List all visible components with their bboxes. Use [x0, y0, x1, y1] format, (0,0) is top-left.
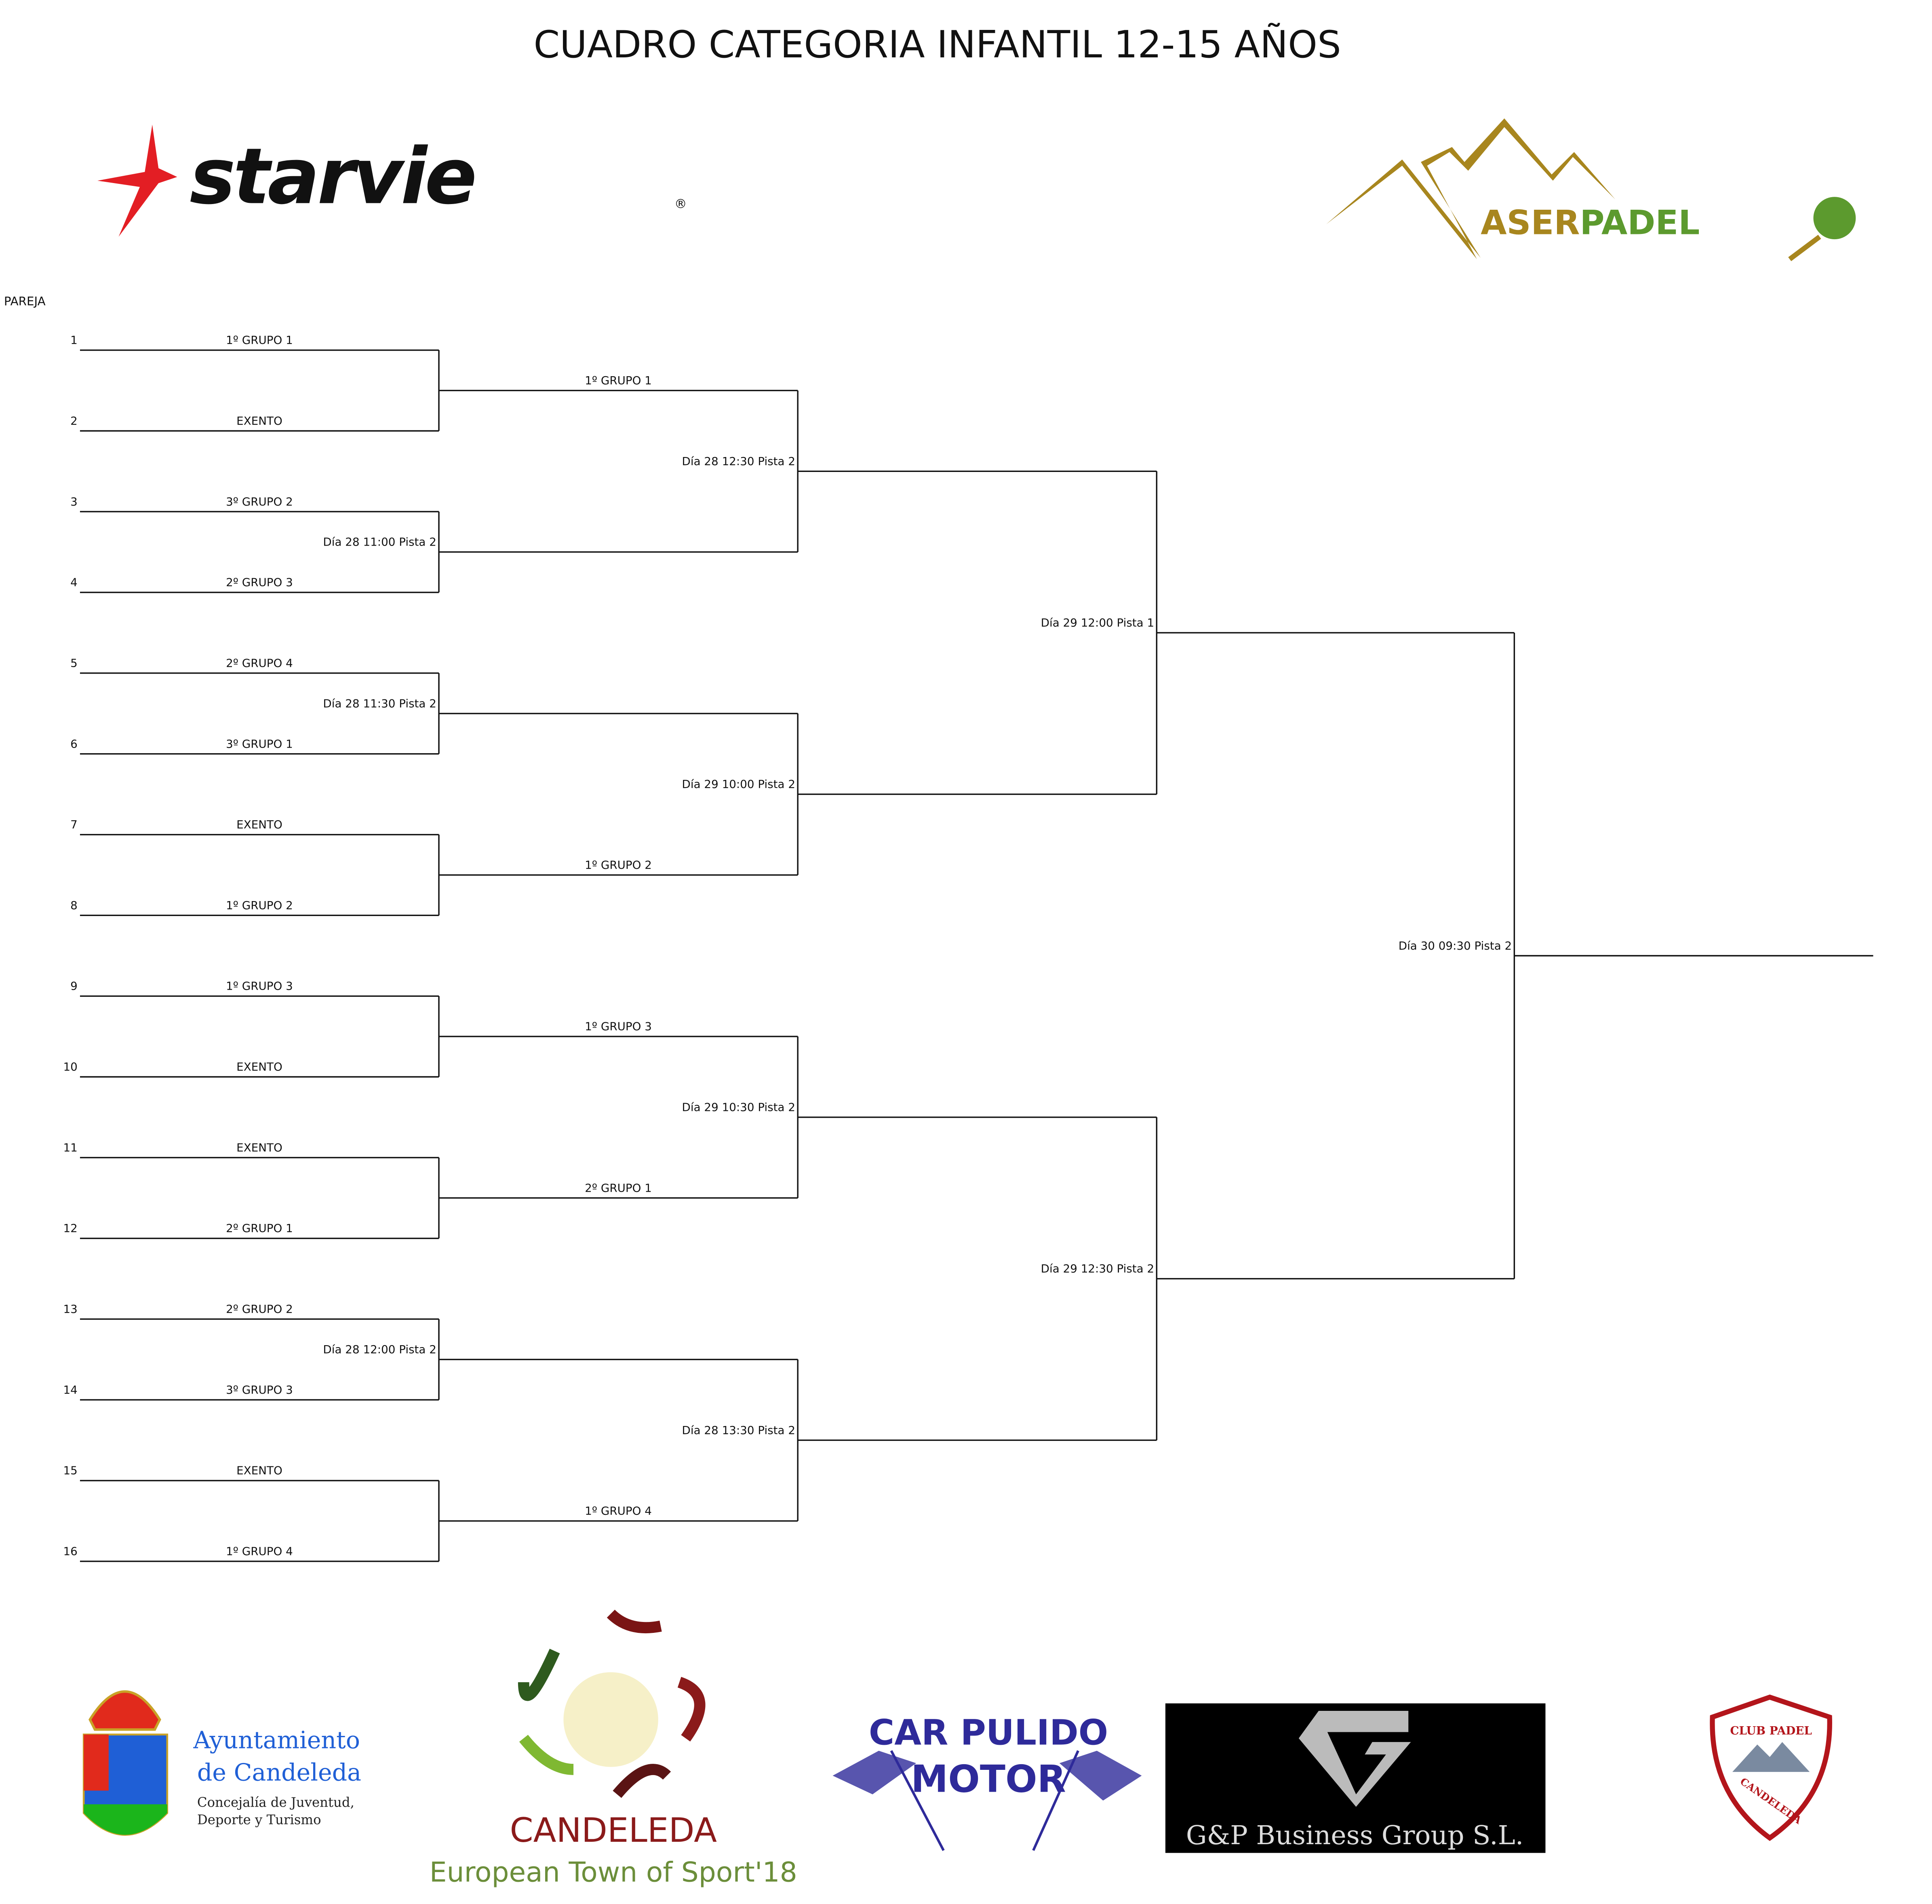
- pair-number: 10: [63, 1060, 77, 1074]
- team-name: 1º GRUPO 3: [226, 979, 293, 993]
- pair-number: 12: [63, 1222, 77, 1235]
- team-name: 1º GRUPO 1: [585, 374, 652, 387]
- pair-number: 16: [63, 1545, 77, 1558]
- team-name: 1º GRUPO 2: [226, 899, 293, 912]
- svg-text:CLUB PADEL: CLUB PADEL: [1730, 1724, 1812, 1738]
- team-name: 3º GRUPO 1: [226, 737, 293, 750]
- starvie-wordmark: starvie: [190, 132, 474, 222]
- match-schedule: Día 29 10:30 Pista 2: [682, 1100, 795, 1114]
- candeleda-logo: CANDELEDA European Town of Sport'18: [430, 1609, 797, 1888]
- column-header-pareja: PAREJA: [4, 295, 46, 308]
- svg-text:Concejalía de Juventud,: Concejalía de Juventud,: [197, 1794, 354, 1810]
- svg-text:de Candeleda: de Candeleda: [197, 1759, 361, 1786]
- team-name: 1º GRUPO 2: [585, 858, 652, 872]
- match-schedule: Día 28 13:30 Pista 2: [682, 1424, 795, 1437]
- pair-number: 13: [63, 1302, 77, 1316]
- pair-number: 14: [63, 1383, 77, 1396]
- aserpadel-logo: ASERPADEL: [1326, 118, 1856, 261]
- pair-number: 4: [70, 576, 78, 589]
- match-schedule: Día 28 11:30 Pista 2: [323, 697, 436, 710]
- team-name: 2º GRUPO 4: [226, 656, 293, 670]
- sport-figures-icon: [563, 1672, 658, 1767]
- svg-text:ASERPADEL: ASERPADEL: [1481, 203, 1700, 242]
- match-schedule: Día 28 12:30 Pista 2: [682, 455, 795, 468]
- checkered-flag-icon: [1059, 1750, 1142, 1801]
- match-schedule: Día 28 11:00 Pista 2: [323, 535, 436, 549]
- team-name: 1º GRUPO 3: [585, 1020, 652, 1033]
- car-pulido-motor-logo: CAR PULIDO MOTOR: [832, 1712, 1142, 1851]
- star-icon: [97, 124, 177, 237]
- match-schedule: Día 29 10:00 Pista 2: [682, 777, 795, 791]
- crown-icon: [88, 1690, 161, 1731]
- svg-text:G&P Business Group S.L.: G&P Business Group S.L.: [1186, 1820, 1523, 1851]
- padel-racket-icon: [1813, 197, 1856, 240]
- svg-text:Deporte y Turismo: Deporte y Turismo: [197, 1812, 321, 1828]
- team-name: 2º GRUPO 1: [585, 1181, 652, 1194]
- svg-text:CAR PULIDO: CAR PULIDO: [869, 1712, 1108, 1753]
- match-schedule: Día 28 12:00 Pista 2: [323, 1343, 436, 1356]
- pair-number: 8: [70, 899, 78, 912]
- team-name: 1º GRUPO 4: [585, 1504, 652, 1518]
- team-name: EXENTO: [236, 1060, 282, 1074]
- svg-text:Ayuntamiento: Ayuntamiento: [193, 1727, 360, 1754]
- g-emblem-icon: [1298, 1711, 1411, 1807]
- team-name: EXENTO: [236, 1464, 282, 1477]
- pair-number: 5: [70, 656, 78, 670]
- starvie-logo: starvie ®: [97, 124, 687, 237]
- pair-number: 3: [70, 495, 78, 508]
- team-name: 2º GRUPO 2: [226, 1302, 293, 1316]
- pair-number: 11: [63, 1141, 77, 1154]
- team-name: EXENTO: [236, 1141, 282, 1154]
- pair-number: 6: [70, 737, 78, 750]
- checkered-flag-icon: [832, 1750, 916, 1794]
- svg-text:®: ®: [674, 197, 687, 211]
- svg-text:CANDELEDA: CANDELEDA: [510, 1811, 717, 1850]
- svg-text:European Town of Sport'18: European Town of Sport'18: [430, 1856, 797, 1888]
- pair-number: 7: [70, 818, 78, 831]
- team-name: 1º GRUPO 4: [226, 1545, 293, 1558]
- ayuntamiento-logo: Ayuntamiento de Candeleda Concejalía de …: [82, 1690, 361, 1836]
- team-name: 1º GRUPO 1: [226, 333, 293, 347]
- club-padel-candeleda-logo: CLUB PADEL CANDELEDA: [1710, 1694, 1832, 1841]
- match-schedule: Día 29 12:30 Pista 2: [1041, 1262, 1154, 1275]
- pair-number: 9: [70, 979, 78, 993]
- match-schedule: Día 30 09:30 Pista 2: [1399, 939, 1512, 952]
- pair-number: 2: [70, 414, 78, 428]
- team-name: EXENTO: [236, 414, 282, 428]
- team-name: EXENTO: [236, 818, 282, 831]
- page-title: CUADRO CATEGORIA INFANTIL 12-15 AÑOS: [533, 23, 1341, 66]
- team-name: 2º GRUPO 1: [226, 1222, 293, 1235]
- svg-text:MOTOR: MOTOR: [911, 1757, 1066, 1801]
- pair-number: 1: [70, 333, 78, 347]
- team-name: 3º GRUPO 3: [226, 1383, 293, 1396]
- match-schedule: Día 29 12:00 Pista 1: [1041, 616, 1154, 630]
- team-name: 3º GRUPO 2: [226, 495, 293, 508]
- team-name: 2º GRUPO 3: [226, 576, 293, 589]
- pair-number: 15: [63, 1464, 77, 1477]
- gp-business-logo: G&P Business Group S.L.: [1165, 1703, 1546, 1853]
